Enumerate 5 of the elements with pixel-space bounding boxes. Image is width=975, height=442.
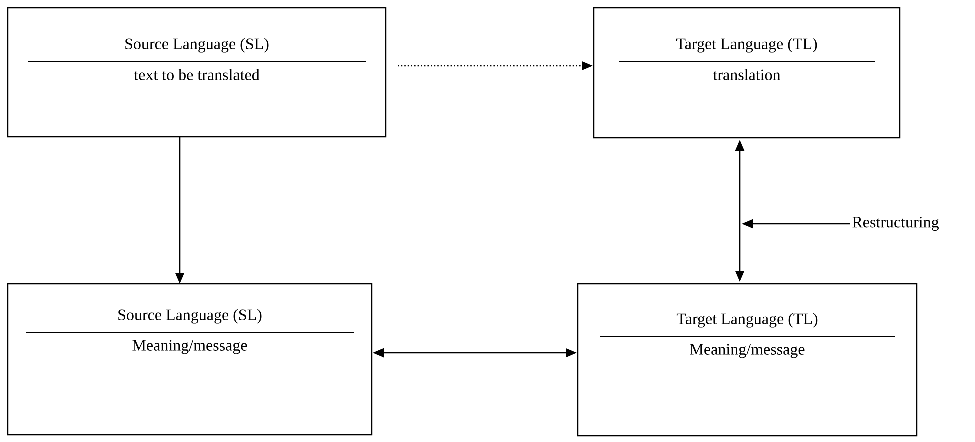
text-box: Source Language (SL) Meaning/message xyxy=(7,283,373,436)
label-text: Restructuring xyxy=(852,216,940,232)
text-box: Target Language (TL) translation xyxy=(593,7,901,139)
text-box: Source Language (SL) text to be translated xyxy=(7,7,387,138)
text-box: Target Language (TL) Meaning/message xyxy=(577,283,918,437)
